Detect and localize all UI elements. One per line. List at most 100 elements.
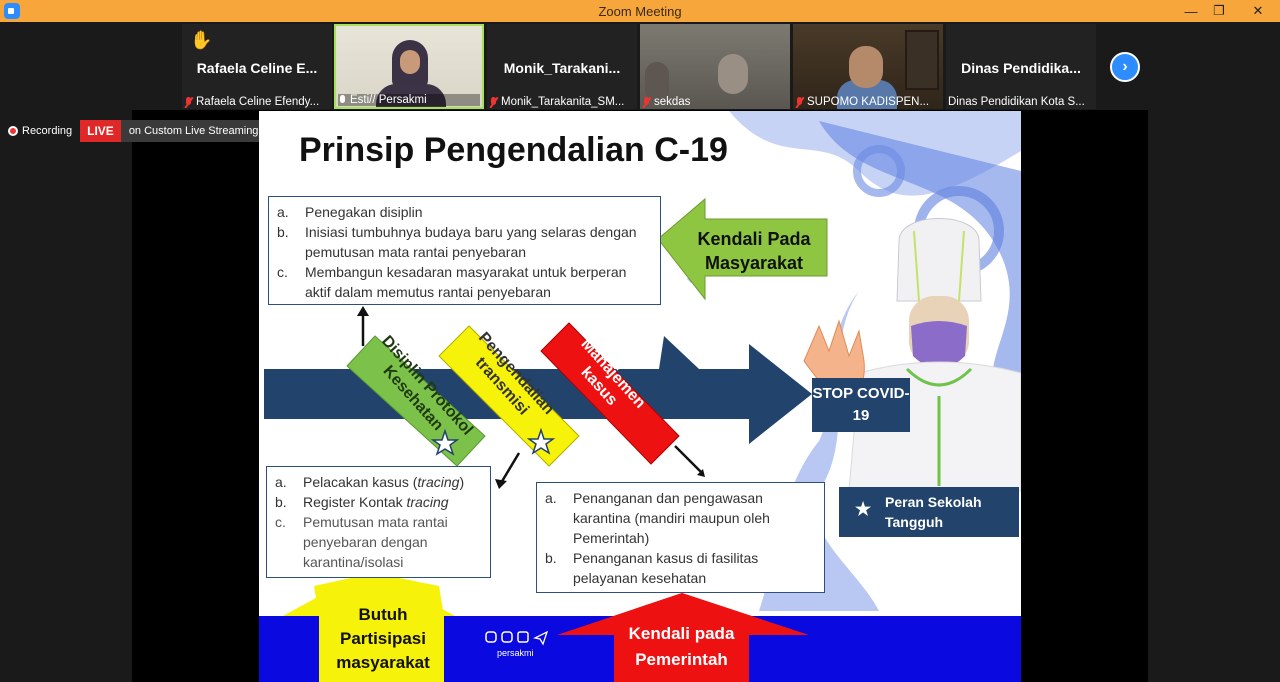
raised-hand-icon: ✋ — [190, 30, 213, 50]
peran-sekolah-label: Peran Sekolah Tangguh — [885, 494, 982, 530]
arrow-down-right — [674, 445, 704, 475]
arrow-up-head — [357, 306, 369, 316]
pengendalian-transmisi-band — [438, 325, 580, 467]
box-kendali-masyarakat-list: a. Penegakan disiplin b.Inisiasi tumbuhny… — [268, 196, 661, 305]
participant-gallery: ✋ Rafaela Celine E... Rafaela Celine Efe… — [0, 22, 1280, 110]
participant-tile-monik[interactable]: Monik_Tarakani... Monik_Tarakanita_SM... — [487, 24, 637, 109]
slide-title: Prinsip Pengendalian C-19 — [299, 131, 728, 169]
participant-label-row: SUPOMO KADISPEN... — [795, 96, 941, 108]
list-text: Penegakan disiplin — [305, 204, 423, 220]
text-italic: tracing — [417, 474, 460, 490]
next-page-button[interactable]: › — [1110, 52, 1140, 82]
stop-covid-box: STOP COVID-19 — [812, 378, 910, 432]
list-text: Register Kontak tracing — [303, 492, 482, 512]
list-letter: b. — [277, 224, 289, 240]
list-letter: c. — [275, 514, 286, 530]
mic-icon — [338, 94, 347, 106]
nurse-cap-line — [958, 230, 965, 302]
stethoscope — [905, 367, 973, 387]
star-icon — [430, 428, 460, 456]
recording-icon — [8, 126, 18, 136]
disiplin-protokol-band — [346, 335, 486, 467]
close-button[interactable]: ✕ — [1252, 3, 1264, 18]
list-text: Penanganan dan pengawasan karantina (man… — [573, 490, 770, 546]
zoom-app-icon — [4, 3, 20, 19]
maximize-button[interactable]: ❐ — [1213, 3, 1225, 18]
main-arrow — [264, 336, 812, 444]
star-icon: ★ — [855, 499, 872, 519]
box-pengendalian-transmisi-list: a.Pelacakan kasus (tracing) b.Register K… — [266, 466, 491, 578]
arrow-down-left-head — [495, 479, 507, 489]
kendali-masyarakat-arrow — [657, 197, 828, 301]
list-text: Pelacakan kasus (tracing) — [303, 472, 482, 492]
title-bar: Zoom Meeting — ❐ ✕ — [0, 0, 1280, 22]
participant-video-person — [718, 54, 748, 94]
text-part: Pelacakan kasus ( — [303, 474, 418, 490]
participant-video-head — [849, 46, 883, 88]
participant-name: Dinas Pendidika... — [961, 60, 1081, 76]
kendali-masyarakat-label: Kendali Pada Masyarakat — [697, 229, 811, 273]
list-letter: b. — [545, 550, 557, 566]
participant-label: Monik_Tarakanita_SM... — [501, 96, 625, 108]
list-letter: b. — [275, 494, 287, 510]
participant-label-row: Dinas Pendidikan Kota S... — [948, 96, 1094, 108]
kendali-pemerintah-label: Kendali pada Pemerintah — [628, 624, 735, 669]
participant-label: Rafaela Celine Efendy... — [196, 96, 320, 108]
participant-tile-rafaela[interactable]: ✋ Rafaela Celine E... Rafaela Celine Efe… — [182, 24, 332, 109]
participant-label: sekdas — [654, 96, 691, 108]
mic-muted-icon — [642, 96, 651, 108]
participant-label: SUPOMO KADISPEN... — [807, 96, 930, 108]
participant-tile-supomo[interactable]: SUPOMO KADISPEN... — [793, 24, 943, 109]
decor-circle — [853, 145, 905, 197]
participant-tile-esti[interactable]: Esti// Persakmi — [334, 24, 484, 109]
list-letter: a. — [275, 474, 287, 490]
list-item: b. Penanganan kasus di fasilitas pelayana… — [545, 548, 816, 588]
text-part: ) — [459, 474, 465, 490]
box-manajemen-kasus-list: a. Penanganan dan pengawasan karantina (m… — [536, 482, 825, 593]
participant-label: Esti// Persakmi — [350, 94, 427, 106]
list-item: b.Inisiasi tumbuhnya budaya baru yang se… — [277, 222, 652, 262]
participant-tile-dinas[interactable]: Dinas Pendidika... Dinas Pendidikan Kota… — [946, 24, 1096, 109]
list-letter: c. — [277, 264, 288, 280]
chevron-right-icon: › — [1122, 58, 1128, 75]
participant-label: Dinas Pendidikan Kota S... — [948, 96, 1085, 108]
list-text: Penanganan kasus di fasilitas pelayanan … — [573, 550, 759, 586]
list-letter: a. — [277, 204, 289, 220]
participant-tile-sekdas[interactable]: sekdas — [640, 24, 790, 109]
peran-sekolah-box: ★ Peran Sekolah Tangguh — [839, 487, 1019, 537]
list-item: c.Membangun kesadaran masyarakat untuk b… — [277, 262, 652, 302]
list-item: b. Register Kontak tracing — [275, 492, 482, 512]
window-title: Zoom Meeting — [598, 3, 682, 19]
list-item: a. Penanganan dan pengawasan karantina (m… — [545, 488, 816, 548]
live-badge: LIVE — [80, 120, 121, 142]
participant-video-shelf — [905, 30, 939, 90]
mic-muted-icon — [184, 96, 193, 108]
list-item: a. Penegakan disiplin — [277, 202, 652, 222]
star-icon — [526, 427, 556, 455]
list-item: c.Pemutusan mata rantai penyebaran denga… — [275, 512, 482, 572]
arrow-down-left — [499, 452, 521, 484]
decor-swirl — [819, 121, 1021, 431]
butuh-partisipasi-label: Butuh Partisipasi masyarakat — [336, 605, 430, 672]
nurse-cap-line — [913, 230, 920, 302]
participant-video-body — [376, 84, 446, 107]
nurse-cap — [896, 218, 982, 302]
participant-video-face — [400, 50, 420, 74]
presentation-slide: Prinsip Pengendalian C-19 a. Penegakan di… — [259, 111, 1021, 682]
participant-name: Monik_Tarakani... — [503, 60, 621, 76]
mic-muted-icon — [795, 96, 804, 108]
participant-name: Rafaela Celine E... — [196, 60, 318, 76]
list-letter: a. — [545, 490, 557, 506]
minimize-button[interactable]: — — [1184, 3, 1198, 19]
text-part: Register Kontak — [303, 494, 407, 510]
manajemen-kasus-band — [540, 322, 680, 465]
arrow-down-right-head — [697, 469, 705, 477]
participant-label-row: Monik_Tarakanita_SM... — [489, 96, 635, 108]
participant-label-row: sekdas — [642, 96, 788, 108]
participant-label-row: Rafaela Celine Efendy... — [184, 96, 330, 108]
participant-video-person — [645, 62, 669, 102]
face-mask — [911, 321, 967, 369]
text-italic: tracing — [406, 494, 449, 510]
recording-label: Recording — [22, 125, 73, 137]
